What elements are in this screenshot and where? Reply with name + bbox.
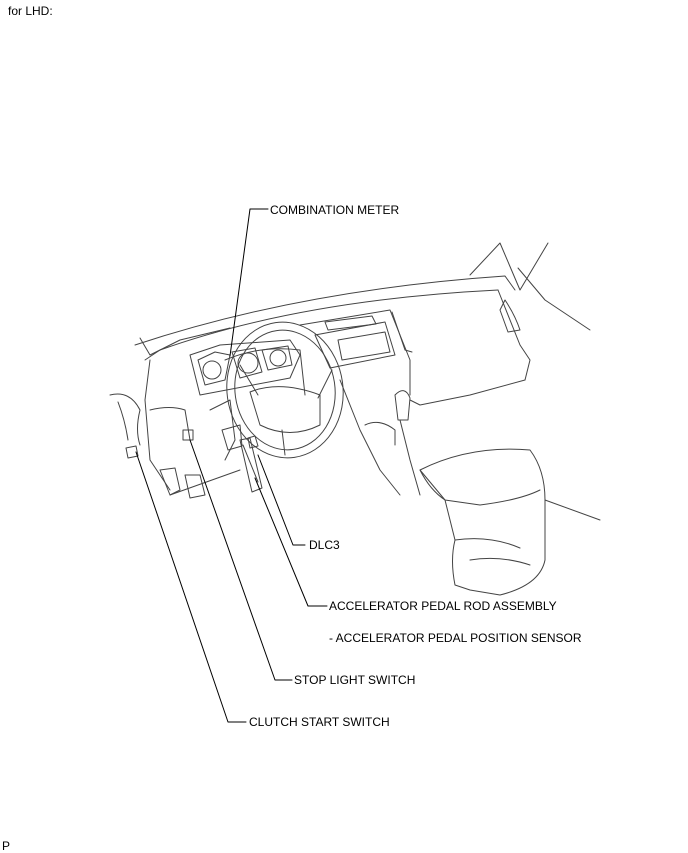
label-dlc3: DLC3 xyxy=(309,538,340,552)
pedals-and-harness xyxy=(109,393,263,493)
label-accelerator-pedal-rod-assembly: ACCELERATOR PEDAL ROD ASSEMBLY xyxy=(329,599,557,613)
dashboard-outline xyxy=(134,242,591,499)
leader-lines xyxy=(135,208,328,723)
label-combination-meter: COMBINATION METER xyxy=(270,203,400,217)
label-clutch-start-switch: CLUTCH START SWITCH xyxy=(249,715,390,729)
label-stop-light-switch: STOP LIGHT SWITCH xyxy=(294,673,416,687)
header-text: for LHD: xyxy=(8,4,53,18)
figure-code: P xyxy=(2,839,11,853)
label-accelerator-pedal-position-sensor: - ACCELERATOR PEDAL POSITION SENSOR xyxy=(329,631,582,645)
steering-wheel xyxy=(226,321,344,459)
seat xyxy=(419,448,601,596)
